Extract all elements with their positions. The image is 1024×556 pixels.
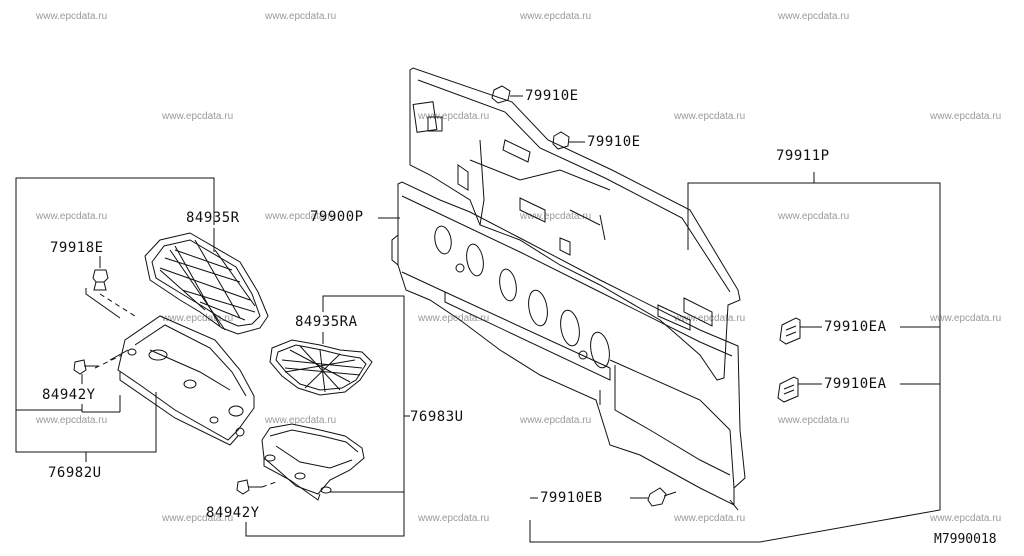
part-label-84935R: 84935R: [186, 210, 240, 226]
watermark: www.epcdata.ru: [162, 313, 234, 324]
watermark: www.epcdata.ru: [36, 11, 108, 22]
watermark: www.epcdata.ru: [418, 313, 490, 324]
clip-79910E-mid: [553, 132, 578, 149]
part-label-79918E: 79918E: [50, 240, 104, 256]
part-label-79911P: 79911P: [776, 148, 830, 164]
watermark: www.epcdata.ru: [162, 513, 234, 524]
watermark: www.epcdata.ru: [930, 313, 1002, 324]
part-label-79910EA-lower: 79910EA: [824, 376, 887, 392]
part-label-84942Y-right: 84942Y: [206, 505, 260, 521]
clip-84942Y-right: [237, 480, 262, 494]
clip-79910EB: [648, 488, 676, 506]
watermark: www.epcdata.ru: [162, 111, 234, 122]
clip-79910E-top: [492, 86, 518, 103]
watermark: www.epcdata.ru: [520, 211, 592, 222]
left-tray: [118, 316, 254, 445]
watermark: www.epcdata.ru: [520, 415, 592, 426]
watermark: www.epcdata.ru: [520, 11, 592, 22]
part-label-76982U: 76982U: [48, 465, 102, 481]
watermark: www.epcdata.ru: [778, 211, 850, 222]
part-label-84935RA: 84935RA: [295, 314, 358, 330]
clip-79910EA-upper: [780, 318, 800, 344]
part-label-79910EB: 79910EB: [540, 490, 603, 506]
watermark: www.epcdata.ru: [265, 11, 337, 22]
part-label-79910E-mid: 79910E: [587, 134, 641, 150]
clip-84942Y-left: [74, 360, 98, 374]
watermark: www.epcdata.ru: [418, 513, 490, 524]
watermark: www.epcdata.ru: [674, 111, 746, 122]
right-tray: [262, 424, 364, 500]
part-label-76983U: 76983U: [410, 409, 464, 425]
watermark: www.epcdata.ru: [930, 111, 1002, 122]
grommet-79918E: [93, 270, 108, 290]
cargo-net-upper: [145, 233, 268, 334]
watermark: www.epcdata.ru: [265, 211, 337, 222]
watermark: www.epcdata.ru: [36, 211, 108, 222]
part-label-79910EA-upper: 79910EA: [824, 319, 887, 335]
clip-79910EA-lower: [778, 377, 798, 402]
callout-lines: [16, 96, 940, 542]
part-label-79910E-top: 79910E: [525, 88, 579, 104]
part-label-84942Y-left: 84942Y: [42, 387, 96, 403]
watermark: www.epcdata.ru: [930, 513, 1002, 524]
watermark: www.epcdata.ru: [265, 415, 337, 426]
cargo-net-lower: [270, 340, 372, 395]
watermark: www.epcdata.ru: [778, 11, 850, 22]
watermark: www.epcdata.ru: [778, 415, 850, 426]
rear-upper-panel: [410, 68, 740, 380]
watermark: www.epcdata.ru: [36, 415, 108, 426]
watermark: www.epcdata.ru: [674, 513, 746, 524]
watermark: www.epcdata.ru: [418, 111, 490, 122]
part-label-79900P: 79900P: [310, 209, 364, 225]
rear-lower-panel: [392, 182, 745, 510]
diagram-code: M7990018: [934, 532, 997, 547]
watermark: www.epcdata.ru: [674, 313, 746, 324]
